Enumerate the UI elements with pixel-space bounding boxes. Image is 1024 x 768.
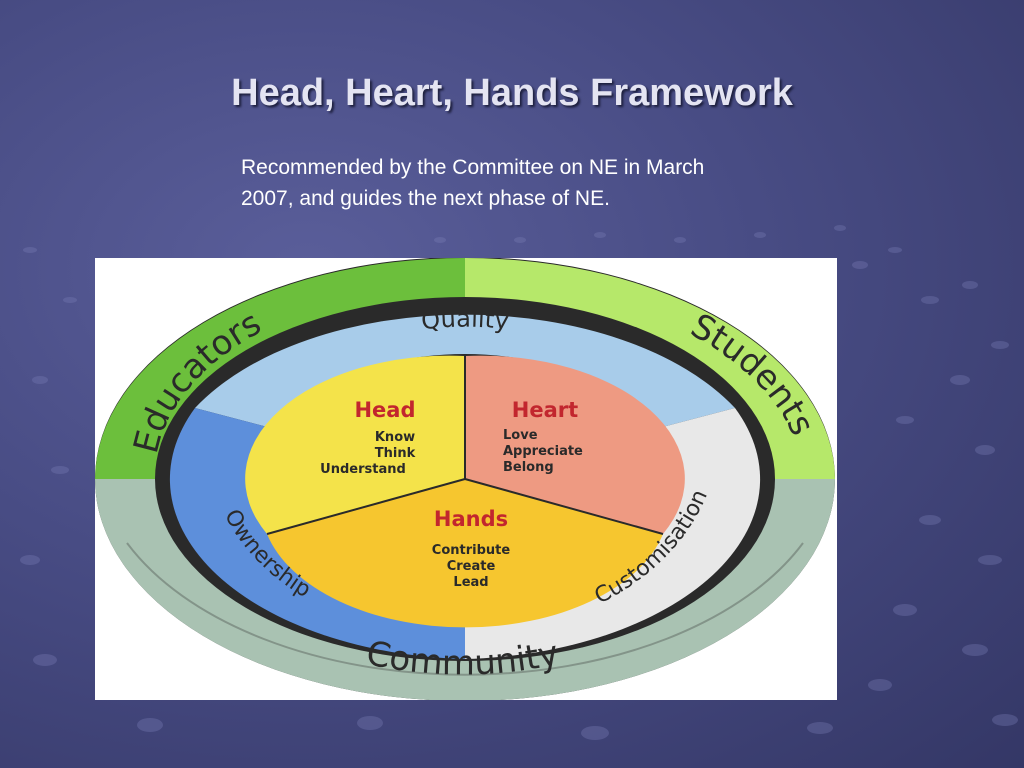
- heart-item: Appreciate: [503, 444, 583, 459]
- heart-title: Heart: [512, 398, 578, 422]
- heart-item: Love: [503, 428, 538, 443]
- head-item: Think: [375, 446, 416, 461]
- hands-item: Contribute: [432, 543, 511, 558]
- slide-subtitle: Recommended by the Committee on NE in Ma…: [241, 156, 705, 210]
- heart-item: Belong: [503, 460, 554, 475]
- head-item: Know: [375, 430, 415, 445]
- quality-label: Quality: [420, 305, 510, 336]
- framework-diagram: Educators Students Community Quality Own…: [95, 258, 837, 700]
- slide-title: Head, Heart, Hands Framework: [231, 72, 793, 114]
- hands-item: Lead: [453, 575, 488, 590]
- inner-circle: [245, 354, 685, 628]
- hands-item: Create: [447, 559, 496, 574]
- hands-title: Hands: [434, 507, 508, 531]
- hands-segment: [267, 479, 663, 628]
- head-segment: [245, 355, 465, 534]
- head-title: Head: [354, 398, 415, 422]
- head-item: Understand: [320, 462, 406, 477]
- heart-segment: [465, 355, 685, 534]
